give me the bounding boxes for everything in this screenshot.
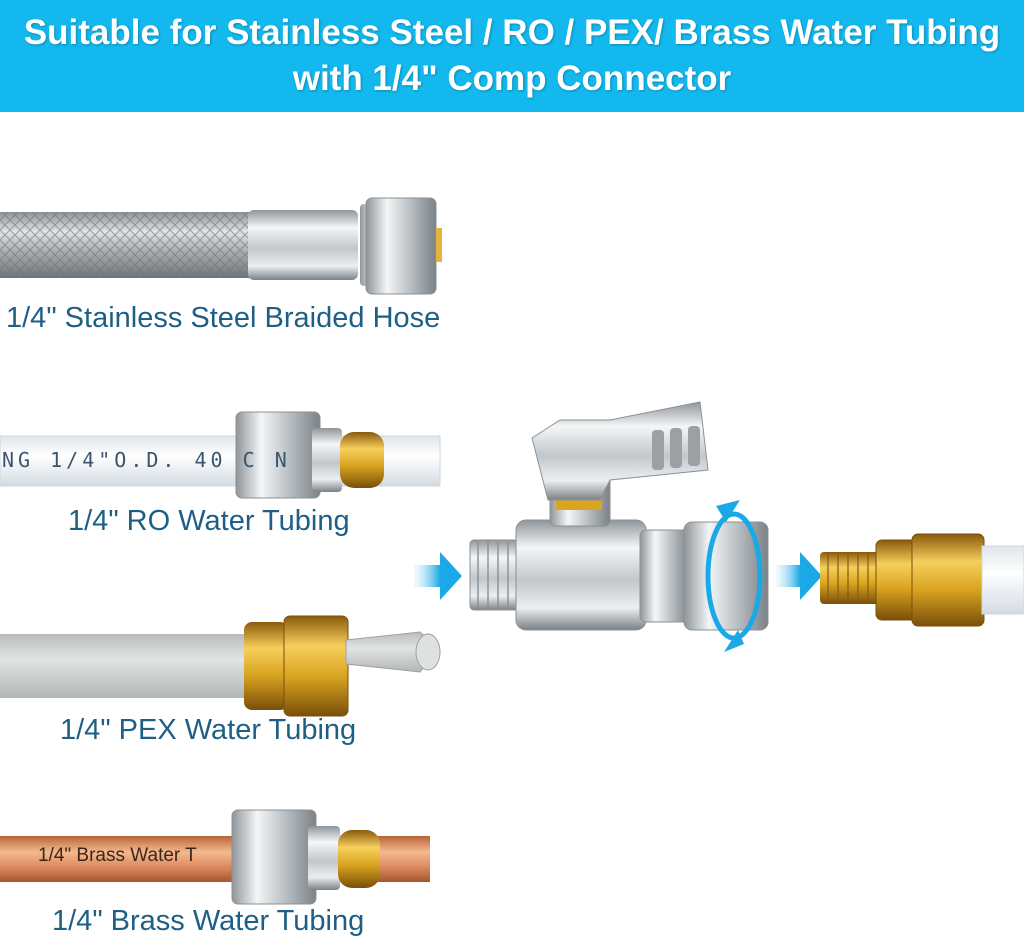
banner-title-line-1: Suitable for Stainless Steel / RO / PEX/… <box>23 13 1001 52</box>
ro-tube-print: NG 1/4"O.D. 40 C N <box>2 448 291 472</box>
label-pex-water-tubing: 1/4" PEX Water Tubing <box>60 714 357 746</box>
flow-arrow-icon <box>414 552 462 600</box>
rotation-arrow-icon <box>705 500 763 652</box>
brass-tube-print: 1/4" Brass Water T <box>38 845 197 866</box>
label-brass-water-tubing: 1/4" Brass Water Tubing <box>52 905 365 937</box>
compression-connector <box>820 533 1024 627</box>
label-ro-water-tubing: 1/4" RO Water Tubing <box>68 505 350 537</box>
pex-water-tubing <box>0 615 441 717</box>
title-banner: Suitable for Stainless Steel / RO / PEX/… <box>0 0 1024 112</box>
banner-title-line-2: with 1/4" Comp Connector <box>292 59 732 98</box>
brass-water-tubing <box>0 809 430 905</box>
label-stainless-steel-braided-hose: 1/4" Stainless Steel Braided Hose <box>6 302 441 334</box>
ro-water-tubing <box>0 411 441 499</box>
flow-arrow-icon <box>776 552 822 600</box>
shutoff-valve <box>469 401 769 631</box>
stainless-braided-hose <box>0 197 442 295</box>
